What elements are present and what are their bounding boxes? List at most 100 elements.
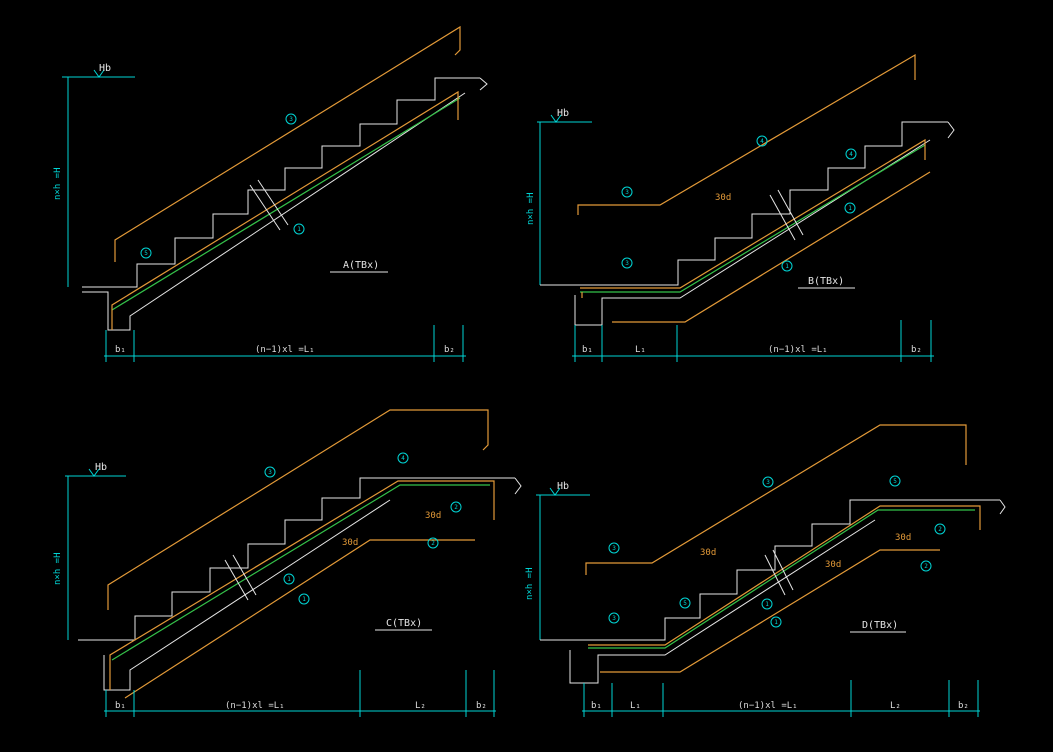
svg-text:3: 3	[625, 260, 629, 267]
svg-text:2: 2	[431, 540, 435, 547]
stair-steps	[540, 499, 1000, 641]
svg-text:30d: 30d	[700, 548, 716, 558]
svg-text:b₂: b₂	[911, 345, 922, 355]
svg-text:4: 4	[849, 151, 853, 158]
panel-title: B(TBx)	[808, 276, 844, 287]
elevation-marker-icon	[93, 69, 105, 78]
top-rebar-3	[107, 409, 489, 610]
tag-label: 3	[289, 116, 293, 123]
svg-text:2: 2	[454, 504, 458, 511]
svg-text:b₁: b₁	[115, 701, 126, 711]
section-cut-2	[772, 549, 794, 591]
tag-label: 5	[144, 250, 148, 257]
top-rebar-3	[585, 424, 967, 575]
bottom-rebar-2	[600, 549, 940, 673]
elevation-marker-icon	[549, 487, 561, 496]
section-cut	[249, 184, 281, 231]
tag-circle	[293, 223, 305, 235]
top-rebar-3	[114, 25, 461, 262]
elevation-marker-icon	[550, 114, 562, 123]
svg-text:L₂: L₂	[890, 701, 901, 711]
panel-b: Hb n×h =H 30d 3 3 4 4 1 1 B(TBx) b₁ L₁	[526, 53, 955, 362]
svg-text:3: 3	[625, 189, 629, 196]
bottom-rebar-1	[111, 484, 490, 661]
break-mark	[514, 477, 522, 495]
panel-title: C(TBx)	[386, 618, 422, 629]
bottom-rebar-1	[580, 144, 926, 293]
elevation-marker-icon	[88, 468, 100, 477]
svg-text:b₂: b₂	[476, 701, 487, 711]
svg-text:3: 3	[612, 545, 616, 552]
break-mark	[999, 499, 1006, 515]
bottom-rebar-outline	[111, 90, 459, 330]
section-cut	[224, 559, 249, 601]
svg-text:30d: 30d	[825, 560, 841, 570]
elevation-label: Hb	[557, 108, 569, 119]
section-cut-2	[232, 554, 257, 596]
height-label: n×h =H	[53, 167, 63, 200]
bottom-rebar-2	[124, 539, 475, 699]
section-cut-2	[777, 189, 804, 236]
svg-text:L₁: L₁	[630, 701, 641, 711]
bottom-rebar-1	[588, 509, 975, 649]
stair-slab-bottom	[103, 499, 391, 691]
svg-text:1: 1	[774, 619, 778, 626]
stair-steps	[540, 121, 948, 286]
top-rebar-3	[577, 53, 916, 215]
section-cut-2	[257, 179, 289, 226]
svg-text:L₁: L₁	[635, 345, 646, 355]
dim-label: b₂	[444, 345, 455, 355]
elevation-label: Hb	[557, 481, 569, 492]
svg-text:2: 2	[938, 526, 942, 533]
svg-text:30d: 30d	[425, 511, 441, 521]
svg-text:b₁: b₁	[591, 701, 602, 711]
svg-text:(n−1)xl =L₁: (n−1)xl =L₁	[768, 345, 828, 355]
elevation-label: Hb	[95, 462, 107, 473]
height-label: n×h =H	[526, 192, 536, 225]
stair-slab-bottom	[574, 139, 931, 326]
section-cut	[769, 194, 796, 241]
break-mark	[479, 77, 488, 91]
svg-text:3: 3	[766, 479, 770, 486]
panel-c: Hb n×h =H 30d 30d 3 4 2 2 1 1 C(TBx) b₁	[53, 409, 522, 717]
svg-text:30d: 30d	[895, 533, 911, 543]
tag-circle	[140, 247, 152, 259]
panel-title: A(TBx)	[343, 260, 379, 271]
svg-text:5: 5	[893, 478, 897, 485]
svg-text:2: 2	[924, 563, 928, 570]
stair-slab-bottom	[82, 92, 466, 331]
svg-text:L₂: L₂	[415, 701, 426, 711]
svg-text:b₂: b₂	[958, 701, 969, 711]
svg-text:5: 5	[683, 600, 687, 607]
bottom-rebar-lower	[612, 171, 931, 323]
svg-text:1: 1	[848, 205, 852, 212]
svg-text:30d: 30d	[342, 538, 358, 548]
panel-d: Hb n×h =H 30d 30d 30d 3 3 3 5 2 2 5 1 1 …	[525, 424, 1006, 717]
stair-slab-bottom	[569, 519, 876, 684]
section-cut	[764, 554, 786, 596]
svg-text:1: 1	[302, 596, 306, 603]
svg-text:(n−1)xl =L₁: (n−1)xl =L₁	[738, 701, 798, 711]
stair-steps	[82, 77, 480, 288]
svg-text:3: 3	[268, 469, 272, 476]
svg-text:4: 4	[760, 138, 764, 145]
bottom-rebar-outline	[580, 138, 926, 298]
stair-steps	[78, 477, 515, 641]
panel-a: Hb n×h =H 3 5 1 A(TBx) b₁ (n−1)xl =L₁	[53, 25, 488, 362]
svg-text:(n−1)xl =L₁: (n−1)xl =L₁	[225, 701, 285, 711]
break-mark	[947, 121, 955, 139]
tag-label: 1	[297, 226, 301, 233]
tag-circle	[285, 113, 297, 125]
svg-text:1: 1	[785, 263, 789, 270]
height-label: n×h =H	[53, 552, 63, 585]
svg-text:3: 3	[612, 615, 616, 622]
bottom-rebar-outline	[109, 480, 495, 690]
anchor-label: 30d	[715, 193, 731, 203]
elevation-label: Hb	[99, 63, 111, 74]
panel-title: D(TBx)	[862, 620, 898, 631]
dim-label: (n−1)xl =L₁	[255, 345, 315, 355]
dim-label: b₁	[115, 345, 126, 355]
svg-text:1: 1	[287, 576, 291, 583]
height-label: n×h =H	[525, 567, 535, 600]
